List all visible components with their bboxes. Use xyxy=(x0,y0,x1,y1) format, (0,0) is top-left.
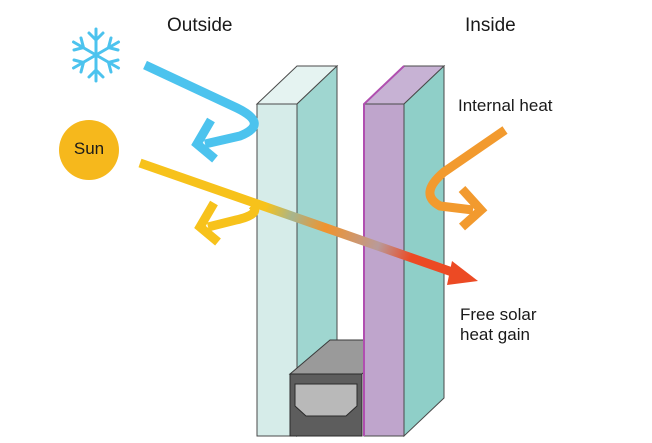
sun-label: Sun xyxy=(73,139,105,158)
sun-reflection-arrow xyxy=(194,200,260,246)
outside-label: Outside xyxy=(167,15,233,36)
snowflake-icon xyxy=(72,27,120,83)
inside-label: Inside xyxy=(465,15,516,36)
cold-reflection-arrow xyxy=(143,60,259,163)
internal-heat-label: Internal heat xyxy=(458,96,553,115)
free-solar-label-line2: heat gain xyxy=(460,325,530,344)
inner-glass-pane xyxy=(362,64,446,438)
internal-heat-arrow xyxy=(425,126,508,231)
free-solar-label-line1: Free solar xyxy=(460,305,537,324)
spacer-bar xyxy=(288,339,402,437)
sun-icon xyxy=(59,120,119,180)
solar-heat-gain-arrow xyxy=(138,158,478,285)
